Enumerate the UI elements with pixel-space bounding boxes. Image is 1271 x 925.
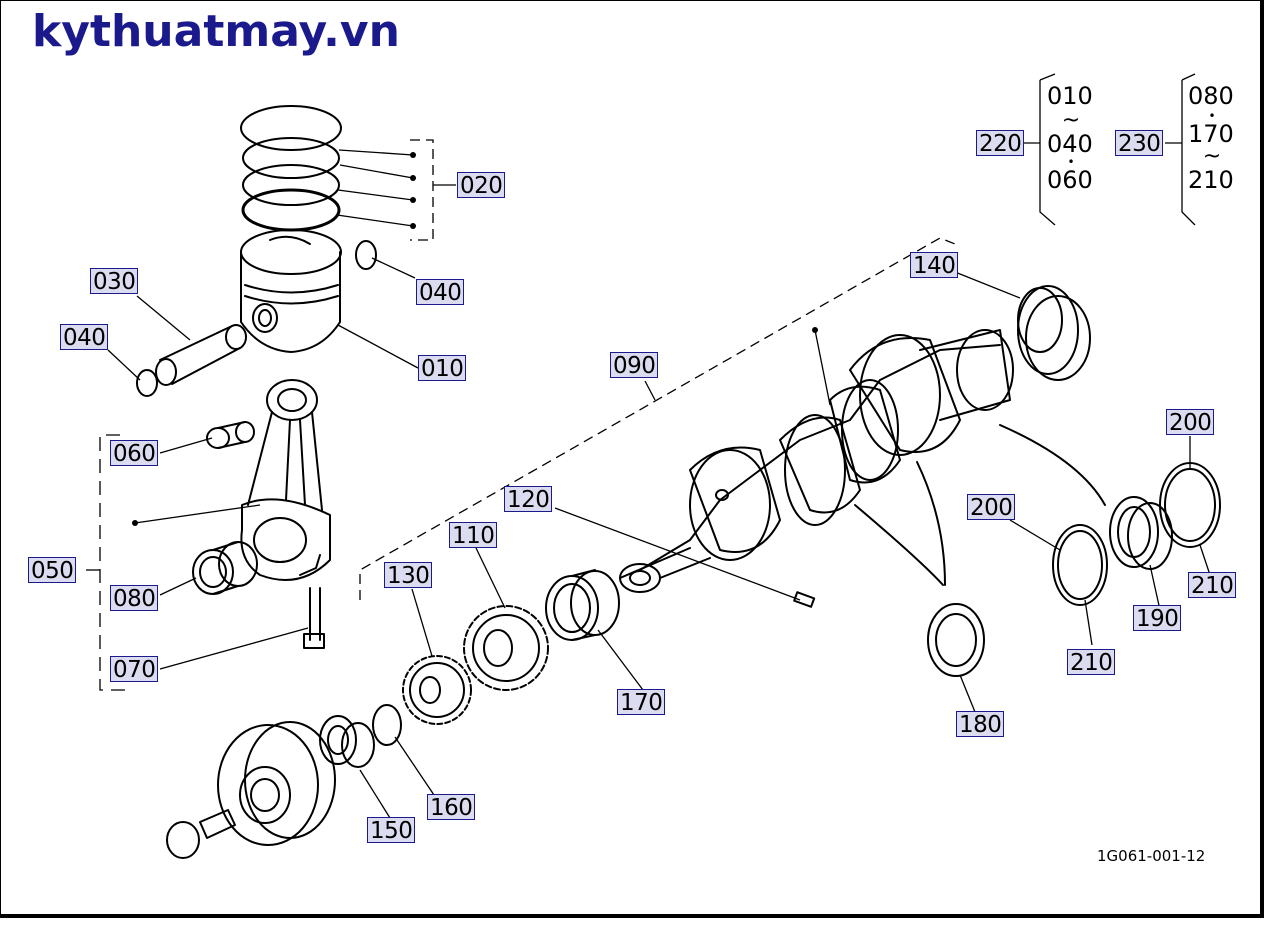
label-180: 180 — [956, 711, 1005, 738]
main-bearing-180 — [927, 603, 985, 677]
label-160: 160 — [427, 794, 476, 821]
label-040-right: 040 — [416, 279, 465, 306]
o-ring-160 — [372, 704, 402, 746]
snap-ring-left — [136, 369, 158, 397]
label-200-right: 200 — [1166, 409, 1215, 436]
group-220-list: 010 ~ 040 • 060 — [1047, 84, 1095, 192]
label-230: 230 — [1115, 130, 1164, 157]
piston — [240, 229, 342, 353]
group-220-item-060: 060 — [1047, 166, 1093, 194]
label-070: 070 — [110, 656, 159, 683]
label-060: 060 — [110, 440, 159, 467]
label-140: 140 — [910, 252, 959, 279]
group-230-range-symbol: ~ — [1202, 144, 1222, 169]
collar-150 — [319, 715, 375, 768]
group-220-item-040: 040 — [1047, 130, 1093, 158]
group-230-item-080: 080 — [1188, 82, 1234, 110]
crank-gear-110 — [463, 605, 549, 691]
label-040-left: 040 — [60, 324, 109, 351]
thrust-washer-200a — [1052, 524, 1108, 606]
crank-bearing-170 — [545, 569, 620, 641]
label-210-left: 210 — [1067, 649, 1116, 676]
label-030: 030 — [90, 268, 139, 295]
small-end-bushing — [206, 421, 255, 449]
group-230-dot: • — [1208, 109, 1216, 123]
rod-bolt — [303, 587, 325, 649]
label-090: 090 — [610, 352, 659, 379]
label-080: 080 — [110, 585, 159, 612]
group-220-range-symbol: ~ — [1061, 108, 1081, 133]
group-230-list: 080 • 170 ~ 210 — [1188, 84, 1236, 192]
thrust-washer-200b — [1159, 462, 1221, 548]
brand-watermark: kythuatmay.vn — [32, 6, 400, 57]
crank-gear-130 — [402, 655, 472, 725]
main-bearing-140 — [1017, 285, 1091, 381]
label-150: 150 — [367, 817, 416, 844]
group-230-item-170: 170 — [1188, 120, 1234, 148]
diagram-code: 1G061-001-12 — [1097, 847, 1206, 865]
assembly-arrow-3 — [999, 424, 1106, 506]
crankshaft — [619, 329, 1014, 593]
assembly-arrow-2 — [916, 461, 946, 586]
group-230-item-210: 210 — [1188, 166, 1234, 194]
label-190: 190 — [1133, 605, 1182, 632]
label-120: 120 — [504, 486, 553, 513]
label-020: 020 — [457, 172, 506, 199]
group-220-item-010: 010 — [1047, 82, 1093, 110]
snap-ring-right — [355, 240, 377, 270]
label-110: 110 — [449, 522, 498, 549]
connecting-rod — [240, 379, 331, 581]
label-130: 130 — [384, 562, 433, 589]
crank-pulley — [217, 721, 336, 846]
pulley-bolt — [166, 809, 236, 859]
big-end-bearing — [192, 541, 258, 595]
woodruff-key — [793, 591, 816, 608]
label-010: 010 — [418, 355, 467, 382]
assembly-arrow-1 — [854, 504, 944, 586]
piston-rings — [240, 105, 342, 232]
group-220-dot: • — [1067, 155, 1075, 169]
label-050: 050 — [28, 557, 77, 584]
piston-pin — [155, 324, 247, 386]
label-170: 170 — [617, 689, 666, 716]
main-bearing-190 — [1109, 496, 1173, 570]
label-210-right: 210 — [1188, 572, 1237, 599]
label-220: 220 — [976, 130, 1025, 157]
label-200-left: 200 — [967, 494, 1016, 521]
